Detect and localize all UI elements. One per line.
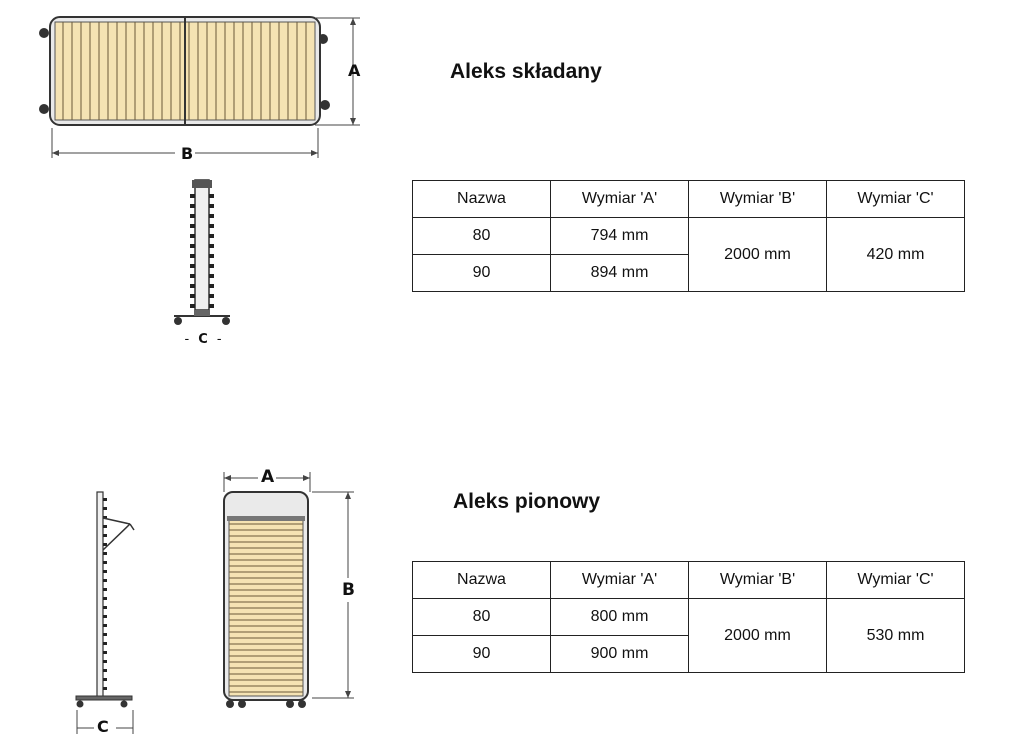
- dimension-c-label: C: [97, 717, 109, 736]
- dimensions-table: Nazwa Wymiar 'A' Wymiar 'B' Wymiar 'C' 8…: [412, 180, 965, 292]
- dimension-b-line: [312, 491, 354, 699]
- table-row: 90 900 mm: [412, 635, 965, 673]
- dimension-c-cell: 530 mm: [826, 598, 965, 673]
- dimension-a-cell: 794 mm: [550, 217, 689, 255]
- table-row: 80 800 mm 2000 mm 530 mm: [412, 598, 965, 673]
- upright-bed-front-view: [223, 491, 309, 708]
- folding-bed-side-view: [174, 179, 230, 325]
- header-cell: Wymiar 'A': [550, 180, 689, 218]
- dimension-c-cell: 420 mm: [826, 217, 965, 292]
- dimensions-table: Nazwa Wymiar 'A' Wymiar 'B' Wymiar 'C' 8…: [412, 561, 965, 673]
- dimension-a-line: [315, 17, 360, 126]
- nazwa-cell: 90: [412, 635, 551, 673]
- dimension-b-label: B: [181, 144, 194, 163]
- dimension-b-cell: 2000 mm: [688, 217, 827, 292]
- header-cell: Wymiar 'C': [826, 180, 965, 218]
- dimension-a-cell: 900 mm: [550, 635, 689, 673]
- header-cell: Wymiar 'B': [688, 561, 827, 599]
- folding-bed-top-view: [39, 16, 330, 126]
- dimension-a-cell: 800 mm: [550, 598, 689, 636]
- nazwa-cell: 80: [412, 598, 551, 636]
- nazwa-cell: 90: [412, 254, 551, 292]
- dimension-a-label: A: [348, 61, 361, 80]
- product-title: Aleks pionowy: [453, 490, 601, 513]
- nazwa-cell: 80: [412, 217, 551, 255]
- dimension-b-cell: 2000 mm: [688, 598, 827, 673]
- table-header-row: Nazwa Wymiar 'A' Wymiar 'B' Wymiar 'C': [412, 180, 965, 218]
- dimension-b-line: [51, 128, 319, 158]
- header-cell: Nazwa: [412, 180, 551, 218]
- table-row: 90 894 mm: [412, 254, 965, 292]
- header-cell: Wymiar 'B': [688, 180, 827, 218]
- dimension-a-label: A: [261, 467, 275, 487]
- dimension-c-line: [76, 710, 134, 734]
- header-cell: Wymiar 'C': [826, 561, 965, 599]
- dimension-b-label: B: [342, 580, 355, 600]
- header-cell: Nazwa: [412, 561, 551, 599]
- dimension-c-label: - C -: [184, 332, 222, 347]
- product-title: Aleks składany: [450, 60, 602, 83]
- header-cell: Wymiar 'A': [550, 561, 689, 599]
- upright-bed-side-view: [75, 491, 135, 708]
- table-header-row: Nazwa Wymiar 'A' Wymiar 'B' Wymiar 'C': [412, 561, 965, 599]
- dimension-a-cell: 894 mm: [550, 254, 689, 292]
- dimension-a-line: [223, 472, 311, 492]
- table-row: 80 794 mm 2000 mm 420 mm: [412, 217, 965, 292]
